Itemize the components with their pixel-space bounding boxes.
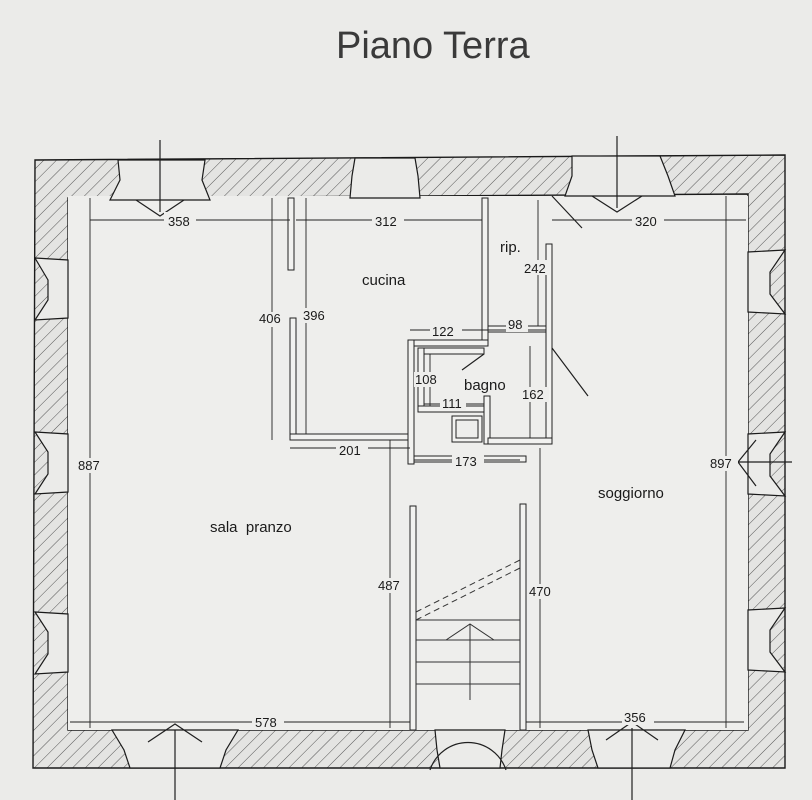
interior-walls xyxy=(287,197,553,731)
staircase xyxy=(415,559,521,700)
dim-label-320: 320 xyxy=(635,214,657,229)
plan-title: Piano Terra xyxy=(336,25,531,67)
dim-label-98: 98 xyxy=(508,317,522,332)
dim-label-356: 356 xyxy=(624,710,646,725)
entry-arrows xyxy=(135,136,792,800)
dim-label-201: 201 xyxy=(339,443,361,458)
dim-label-406: 406 xyxy=(259,311,281,326)
dim-label-396: 396 xyxy=(303,308,325,323)
dim-label-122: 122 xyxy=(432,324,454,339)
door-swings xyxy=(429,195,589,771)
dimension-labels: 358 312 320 242 406 396 122 98 108 111 1… xyxy=(76,212,738,730)
room-label-soggiorno: soggiorno xyxy=(598,485,664,502)
dim-label-487: 487 xyxy=(378,578,400,593)
dim-label-470: 470 xyxy=(529,584,551,599)
dim-label-242: 242 xyxy=(524,261,546,276)
dim-label-162: 162 xyxy=(522,387,544,402)
dim-label-578: 578 xyxy=(255,715,277,730)
room-label-ripostiglio: rip. xyxy=(500,239,521,256)
dim-label-312: 312 xyxy=(375,214,397,229)
dim-label-173: 173 xyxy=(455,454,477,469)
room-label-sala-pranzo: sala pranzo xyxy=(210,519,292,536)
dim-label-887: 887 xyxy=(78,458,100,473)
room-label-cucina: cucina xyxy=(362,272,406,289)
dim-label-108: 108 xyxy=(415,372,437,387)
dim-label-897: 897 xyxy=(710,456,732,471)
room-label-bagno: bagno xyxy=(464,377,506,394)
dim-label-111: 111 xyxy=(442,396,462,411)
dim-label-358: 358 xyxy=(168,214,190,229)
